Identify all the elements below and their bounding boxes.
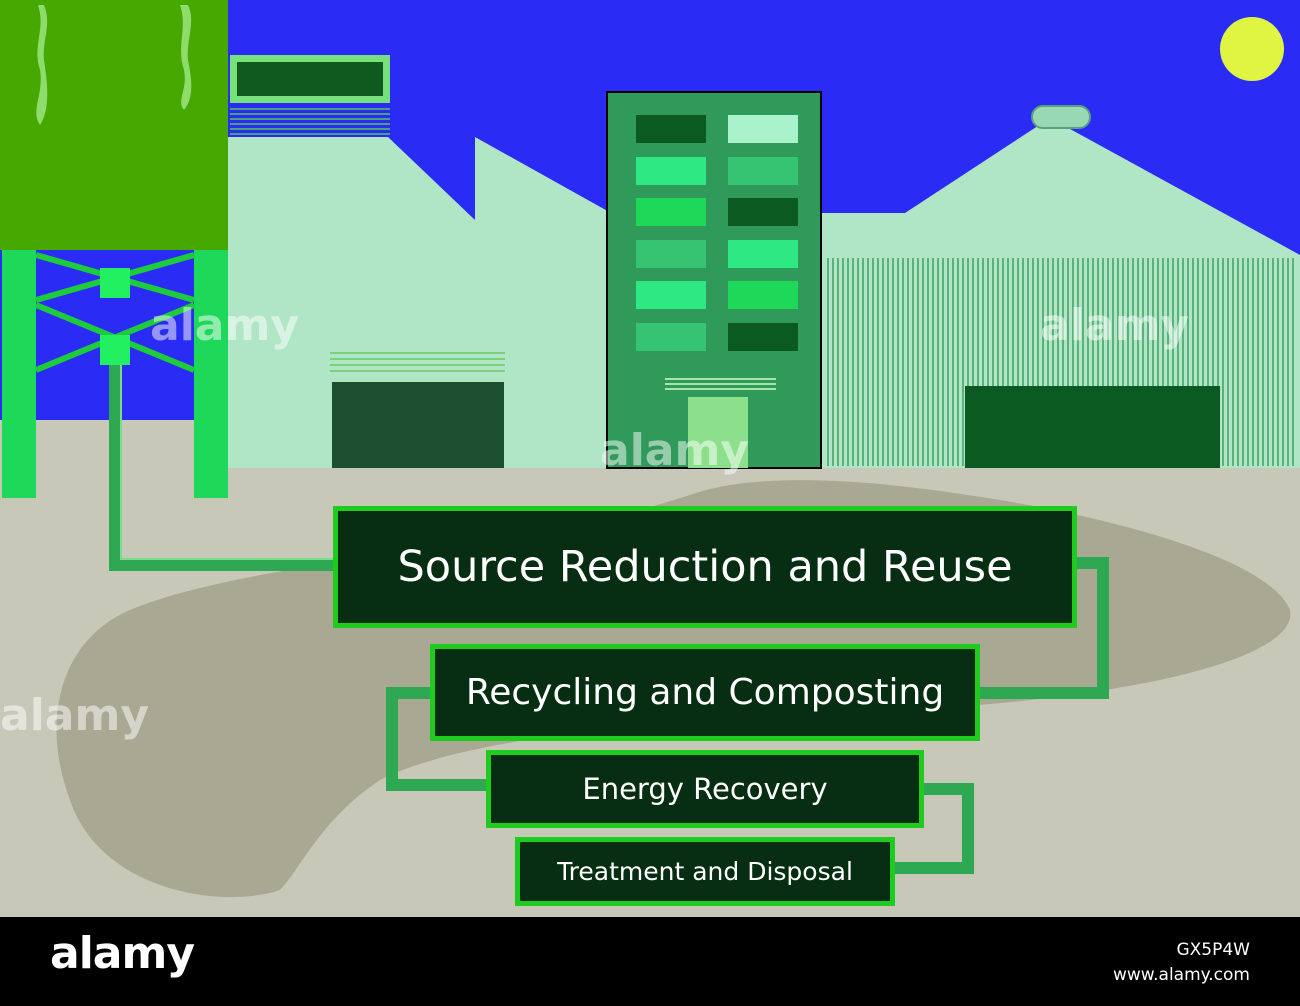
step-label: Treatment and Disposal [557, 857, 853, 886]
watermark: alamy [600, 425, 749, 476]
silo-frame [2, 250, 228, 498]
tower-canopy [665, 378, 776, 390]
connector-3-4 [895, 783, 974, 874]
silo-connector [109, 365, 335, 571]
tower-windows [636, 115, 798, 351]
image-id: GX5P4W [1176, 940, 1250, 960]
watermark: alamy [150, 300, 299, 351]
door-canopy [330, 352, 505, 372]
step-energy-recovery: Energy Recovery [486, 750, 924, 828]
silo-tank [0, 0, 228, 250]
step-recycling: Recycling and Composting [430, 644, 980, 741]
connector-pipes [109, 365, 1109, 874]
watermark: alamy [0, 690, 149, 741]
connector-1-2 [980, 557, 1109, 699]
sun [1220, 17, 1284, 81]
left-factory [228, 137, 620, 468]
tower-door [688, 397, 748, 468]
footer-logo: alamy [50, 928, 195, 979]
footer-url: www.alamy.com [1112, 965, 1250, 985]
warehouse-door [965, 386, 1220, 468]
warehouse [822, 118, 1300, 468]
pipe-highlights [120, 365, 335, 560]
silo-drips [36, 5, 192, 125]
step-label: Recycling and Composting [465, 672, 945, 713]
silo-outlet [100, 335, 130, 365]
step-source-reduction: Source Reduction and Reuse [333, 506, 1077, 628]
watermark: alamy [1040, 300, 1189, 351]
factory-sign-panel [237, 62, 383, 96]
factory-vent [230, 108, 390, 135]
step-label: Energy Recovery [582, 772, 828, 806]
connector-2-3 [386, 687, 486, 791]
silo-hatch [100, 268, 130, 298]
warehouse-vent [1031, 105, 1091, 129]
step-treatment: Treatment and Disposal [515, 837, 895, 906]
footer-bar [0, 917, 1300, 1006]
warehouse-ribs [827, 258, 1294, 466]
step-label: Source Reduction and Reuse [397, 542, 1013, 592]
factory-door [332, 382, 504, 468]
scene [0, 0, 1300, 917]
